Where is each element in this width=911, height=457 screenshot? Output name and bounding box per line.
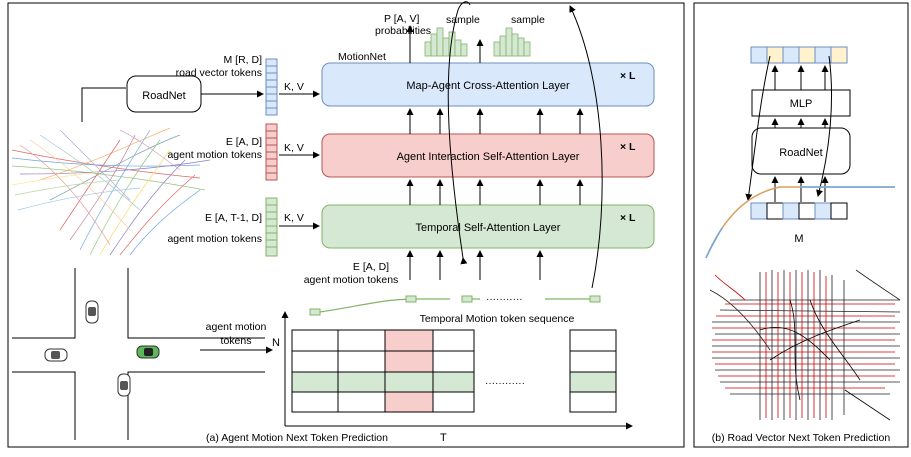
- panel-b-caption: (b) Road Vector Next Token Prediction: [712, 432, 891, 444]
- layer-arrows: [406, 108, 584, 280]
- panel-b-frame: [693, 2, 909, 448]
- road-network-image: [709, 269, 901, 421]
- sample-label-1: sample: [446, 14, 480, 26]
- left-tokens-label-2: tokens: [221, 335, 252, 347]
- mlp-box: [751, 89, 851, 117]
- e-at-label-2: agent motion tokens: [167, 233, 262, 245]
- m-label: M: [794, 233, 803, 245]
- repeat-label-3: × L: [620, 212, 636, 224]
- road-vector-tokens: [265, 58, 278, 116]
- e-at-label-1: E [A, T-1, D]: [205, 212, 262, 224]
- left-tokens-label-1: agent motion: [206, 321, 267, 333]
- agent-tokens-red: [265, 123, 278, 181]
- road-output-tokens: [750, 46, 848, 64]
- kv-label-1: K, V: [284, 81, 304, 93]
- panel-a-frame: [7, 2, 685, 448]
- map-token-label-1: M [R, D]: [224, 54, 263, 66]
- temporal-layer: [321, 204, 655, 249]
- interaction-label: Agent Interaction Self-Attention Layer: [397, 151, 580, 163]
- agent-tokens-green: [265, 197, 278, 257]
- prob-label-1: P [A, V]: [384, 13, 419, 25]
- token-grid: [291, 329, 617, 413]
- temporal-label: Temporal Self-Attention Layer: [416, 222, 561, 234]
- axis-t-label: T: [440, 432, 447, 444]
- kv-label-3: K, V: [284, 212, 304, 224]
- road-map-image: [11, 127, 211, 256]
- e-ad-label-2: agent motion tokens: [167, 149, 262, 161]
- repeat-label-2: × L: [620, 141, 636, 153]
- car-icons: [44, 300, 160, 397]
- token-sequence: ···········: [309, 294, 601, 316]
- panel-b-arrows: [771, 65, 829, 202]
- repeat-label-1: × L: [620, 70, 636, 82]
- prob-label-2: probabilities: [375, 25, 431, 37]
- kv-label-2: K, V: [284, 142, 304, 154]
- feedback-curve-1: [447, 1, 471, 265]
- sequence-label: Temporal Motion token sequence: [420, 313, 575, 325]
- interaction-layer: [321, 133, 655, 178]
- road-input-tokens: [750, 202, 848, 220]
- cross-attention-layer: [321, 62, 655, 107]
- cross-attention-label: Map-Agent Cross-Attention Layer: [406, 80, 570, 92]
- sample-label-2: sample: [511, 14, 545, 26]
- mlp-label: MLP: [790, 98, 813, 110]
- motionnet-label: MotionNet: [338, 51, 386, 63]
- histogram-1: [424, 27, 468, 57]
- axis-n-label: N: [272, 337, 280, 349]
- e-ad-label-1: E [A, D]: [226, 136, 262, 148]
- svg-text:···········: ···········: [486, 294, 523, 305]
- e-bottom-label-1: E [A, D]: [353, 261, 389, 273]
- grid-dots: ············: [485, 378, 525, 389]
- feedback-curve-2: [569, 5, 603, 289]
- intersection-image: [12, 268, 265, 440]
- e-bottom-label-2: agent motion tokens: [304, 274, 399, 286]
- histogram-2: [493, 27, 531, 57]
- roadnet-label: RoadNet: [142, 90, 185, 102]
- map-token-label-2: road vector tokens: [176, 67, 262, 79]
- roadnet-label-b: RoadNet: [779, 147, 822, 159]
- panel-a-caption: (a) Agent Motion Next Token Prediction: [206, 432, 388, 444]
